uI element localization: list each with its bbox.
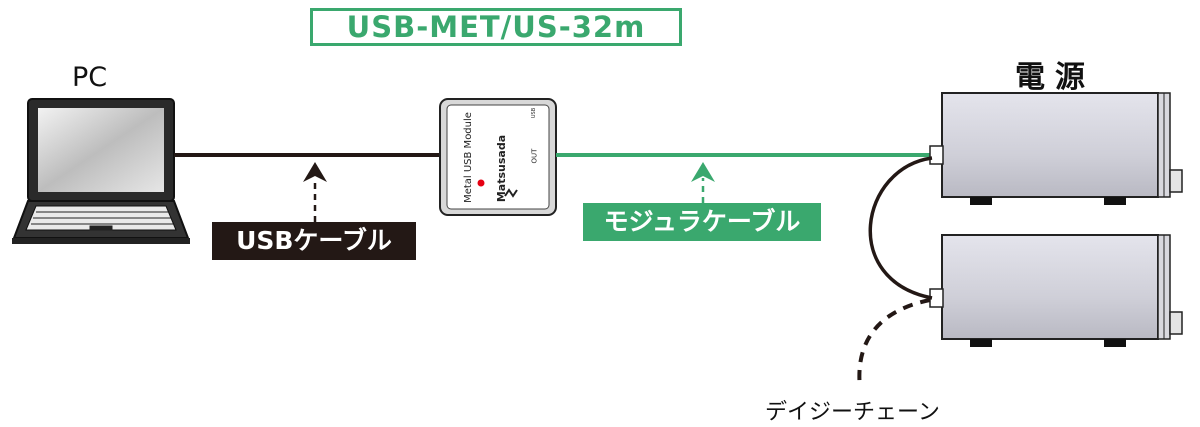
daisy-chain-label: デイジーチェーン [765,400,940,425]
usb-cable-arrow [303,162,327,222]
power-supply-label: 電源 [1015,60,1095,95]
module-brand-text: Matsusada [495,134,509,203]
daisy-chain-extension [857,298,931,389]
usb-module-icon [439,98,557,216]
product-title: USB-MET/US-32m [310,8,682,46]
usb-cable-label: USBケーブル [212,222,416,260]
matsusada-logo-icon [504,188,518,198]
daisy-chain-cable [868,156,933,300]
pc-label: PC [72,62,108,93]
laptop-icon [12,98,190,244]
connector-port [929,145,944,165]
power-supply-unit-1 [929,92,1183,205]
module-usb-port-label: USB [531,107,538,119]
module-out-port-label: OUT [530,148,539,164]
modular-cable-arrow [691,162,715,203]
power-supply-unit-2 [929,234,1183,347]
led-indicator [477,179,485,187]
keyboard-icon [31,211,173,231]
modular-cable-label: モジュラケーブル [583,203,821,241]
module-model-text: Metal USB Module [462,112,474,203]
